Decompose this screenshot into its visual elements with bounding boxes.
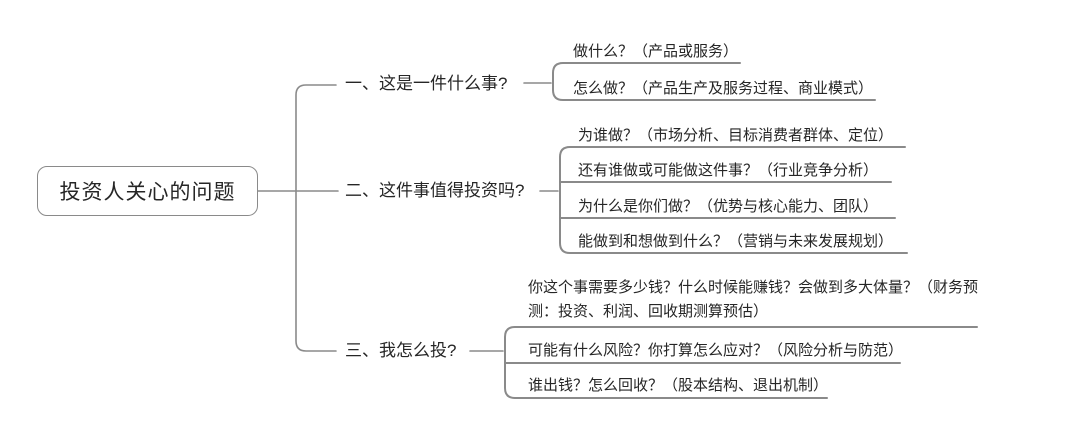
main-spine: [295, 84, 337, 352]
leaf-topic-2-4[interactable]: 能做到和想做到什么？（营销与未来发展规划）: [578, 233, 894, 250]
branch2-bracket: [559, 146, 908, 254]
branch1-bracket: [552, 62, 876, 101]
root-topic[interactable]: 投资人关心的问题: [37, 166, 258, 216]
leaf-topic-2-2[interactable]: 还有谁做或可能做这件事？（行业竞争分析）: [578, 162, 879, 179]
leaf-topic-1-2[interactable]: 怎么做？（产品生产及服务过程、商业模式）: [573, 80, 874, 97]
leaf-topic-2-1[interactable]: 为谁做？（市场分析、目标消费者群体、定位）: [578, 127, 894, 144]
branch-topic-1[interactable]: 一、这是一件什么事?: [345, 74, 508, 93]
leaf-topic-3-2[interactable]: 可能有什么风险？你打算怎么应对？（风险分析与防范）: [528, 342, 904, 359]
branch-topic-3[interactable]: 三、我怎么投?: [345, 341, 457, 360]
branch-topic-2[interactable]: 二、这件事值得投资吗?: [345, 181, 525, 200]
leaf-topic-3-1[interactable]: 你这个事需要多少钱？什么时候能赚钱？会做到多大体量？（财务预测：投资、利润、回收…: [528, 279, 979, 320]
leaf-topic-3-3[interactable]: 谁出钱？怎么回收？（股本结构、退出机制）: [528, 377, 829, 394]
leaf-topic-1-1[interactable]: 做什么？（产品或服务）: [573, 43, 739, 60]
leaf-topic-2-3[interactable]: 为什么是你们做？（优势与核心能力、团队）: [578, 198, 879, 215]
